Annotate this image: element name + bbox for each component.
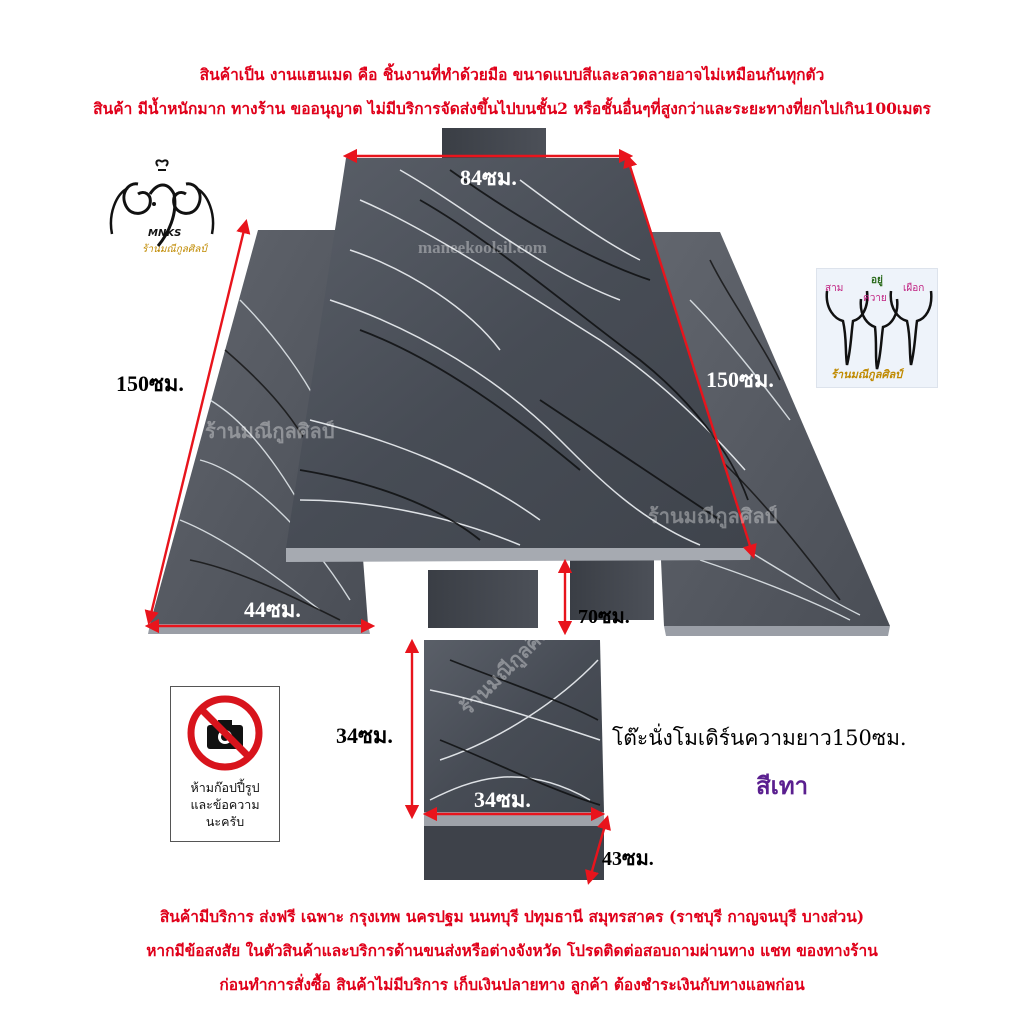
no-copy-line-2: และข้อความ [190,797,260,812]
watermark-url: maneekoolsil.com [418,238,547,257]
right-logo: สาม อยู่ ควาย เผือก ร้านมณีกูลศิลป์ [816,268,938,388]
label-stool-width: 34ซม. [474,787,531,812]
arrow-stool-depth [585,815,611,885]
label-stool-depth: 43ซม. [602,848,654,870]
table-leg-right [570,560,654,620]
arrow-left-length [144,219,251,625]
table-leg-left [428,570,538,628]
product-caption: โต๊ะนั่งโมเดิร์นความยาว150ซม. [612,726,907,750]
no-copy-line-3: นะครับ [205,814,245,829]
notice-handmade: สินค้าเป็น งานแฮนเมด คือ ชิ้นงานที่ทำด้ว… [199,65,825,84]
label-table-height: 70ซม. [578,606,630,628]
logo-text-en: MNKS [148,228,182,239]
label-left-length: 150ซม. [116,371,184,396]
notice-heavy: สินค้า มีน้ำหนักมาก ทางร้าน ขออนุญาต ไม่… [93,99,931,118]
notice-no-cod: ก่อนทำการสั่งซื้อ สินค้าไม่มีบริการ เก็บ… [219,975,805,994]
no-camera-icon [187,695,263,771]
logo-word-3: ควาย [863,293,887,304]
label-right-length: 150ซม. [706,367,774,392]
watermark-shop: ร้านมณีกูลศิลป์ [648,506,778,528]
logo-word-4: เผือก [903,283,925,294]
color-name: สีเทา [756,771,809,800]
logo-text-th: ร้านมณีกูลศิลป์ [142,244,207,255]
notice-free-delivery: สินค้ามีบริการ ส่งฟรี เฉพาะ กรุงเทพ นครป… [159,907,865,926]
watermark-shop: ร้านมณีกูลศิลป์ [205,421,335,443]
logo-word-2: อยู่ [871,275,883,286]
arrow-right-length [623,153,757,559]
buffalo-heads-icon [825,290,933,370]
label-table-width: 84ซม. [460,165,517,190]
label-stool-height: 34ซม. [336,723,393,748]
label-bench-width: 44ซม. [244,597,301,622]
shop-logo: MNKS ร้านมณีกูลศิลป์ [98,154,226,264]
no-copy-line-1: ห้ามก๊อปปี้รูป [190,780,260,795]
no-copy-sign: ห้ามก๊อปปี้รูป และข้อความ นะครับ [170,686,280,842]
notice-contact-chat: หากมีข้อสงสัย ในตัวสินค้าและบริการด้านขน… [146,941,878,960]
logo-shop-name: ร้านมณีกูลศิลป์ [831,368,903,381]
elephant-logo-icon [109,159,215,247]
logo-word-1: สาม [825,283,844,294]
